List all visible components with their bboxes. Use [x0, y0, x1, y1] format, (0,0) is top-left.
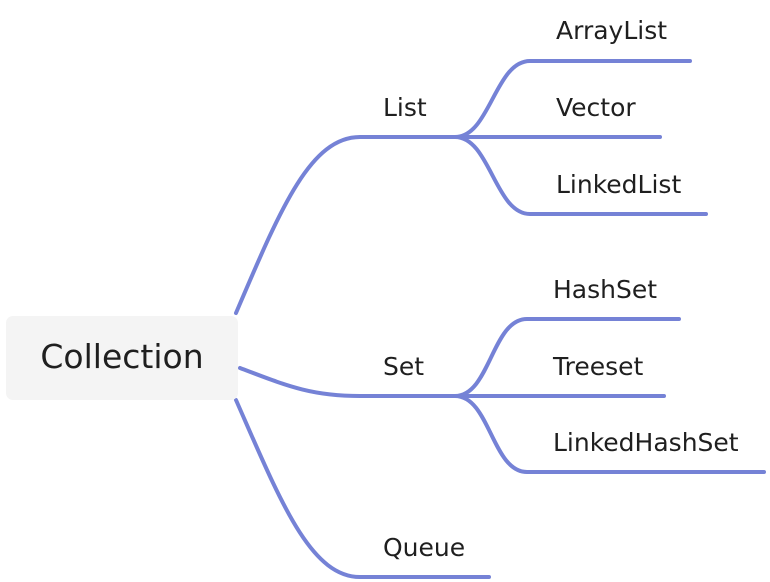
- leaf-node-treeset[interactable]: Treeset: [553, 352, 644, 381]
- edge-root-list: [234, 135, 457, 315]
- edge-root-queue: [234, 398, 491, 579]
- branch-node-list[interactable]: List: [383, 93, 427, 122]
- edge-list-arraylist: [453, 59, 692, 139]
- edge-list-linkedlist: [453, 135, 708, 216]
- branch-node-set[interactable]: Set: [383, 352, 425, 381]
- leaf-node-vector[interactable]: Vector: [556, 93, 636, 122]
- leaf-node-arraylist[interactable]: ArrayList: [556, 16, 668, 45]
- leaf-node-hashset[interactable]: HashSet: [553, 275, 658, 304]
- leaf-node-linkedhashset[interactable]: LinkedHashSet: [553, 428, 739, 457]
- edge-set-linkedhashset: [453, 394, 766, 474]
- edge-set-hashset: [453, 317, 681, 398]
- root-node[interactable]: Collection: [6, 316, 238, 400]
- leaf-node-linkedlist[interactable]: LinkedList: [556, 170, 682, 199]
- root-node-label: Collection: [40, 336, 204, 376]
- edge-root-set: [238, 366, 457, 398]
- branch-node-queue[interactable]: Queue: [383, 533, 466, 562]
